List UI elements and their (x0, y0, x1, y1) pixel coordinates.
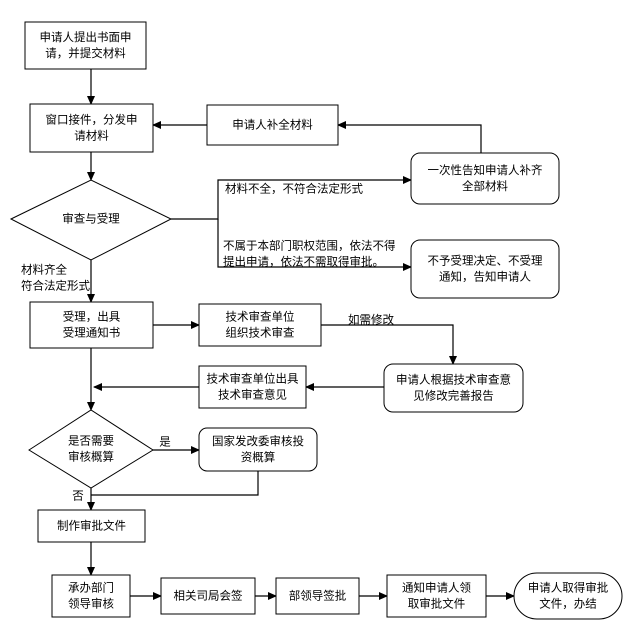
node-review-text: 审查与受理 (62, 212, 120, 226)
text-line: 是否需要 (68, 434, 114, 448)
text-line: 提出申请，依法不需取得审批。 (223, 255, 384, 269)
text-line: 部领导签批 (289, 589, 347, 603)
node-make-doc-text: 制作审批文件 (57, 519, 126, 533)
text-line: 全部材料 (462, 179, 508, 193)
text-line: 技术审查意见 (218, 388, 287, 402)
text-line: 受理通知书 (63, 326, 121, 340)
label-yes: 是 (159, 435, 171, 449)
label-revise-if-needed: 如需修改 (348, 313, 394, 327)
node-countersign-text: 相关司局会签 (174, 589, 243, 603)
text-line: 不予受理决定、不受理 (428, 254, 543, 268)
text-line: 见修改完善报告 (413, 389, 494, 403)
arrow-ndrc-to-makedoc (91, 471, 259, 496)
arrow-review-to-notify (171, 176, 412, 220)
node-make-doc: 制作审批文件 (37, 509, 146, 543)
node-complete: 申请人取得审批文件，办结 (513, 572, 623, 620)
text-line: 组织技术审查 (226, 326, 295, 340)
node-supplement-text: 申请人补全材料 (232, 118, 313, 132)
node-ndrc-budget-text: 国家发改委审核投资概算 (212, 434, 304, 464)
node-applicant-revise-text: 申请人根据技术审查意见修改完善报告 (396, 373, 511, 403)
node-review-decision: 审查与受理 (9, 179, 173, 261)
text-line: 国家发改委审核投 (212, 434, 304, 448)
text-line: 相关司局会签 (174, 589, 243, 603)
label-complete-ok: 材料齐全符合法定形式 (21, 263, 90, 293)
node-notify-all-text: 一次性告知申请人补齐全部材料 (428, 163, 543, 193)
text-line: 否 (72, 489, 84, 503)
node-need-budget-decision: 是否需要审核概算 (28, 409, 154, 489)
node-leader-sign-text: 部领导签批 (289, 589, 347, 603)
connectors (87, 69, 515, 600)
text-line: 申请人取得审批 (528, 581, 609, 595)
node-complete-text: 申请人取得审批文件，办结 (528, 581, 609, 611)
node-notify-collect: 通知申请人领取审批文件 (386, 574, 487, 618)
node-notify-collect-text: 通知申请人领取审批文件 (402, 581, 471, 611)
node-tech-opinion-text: 技术审查单位出具技术审查意见 (207, 372, 299, 402)
text-line: 通知，告知申请人 (439, 270, 531, 284)
text-line: 取审批文件 (408, 597, 466, 611)
text-line: 受理，出具 (63, 310, 121, 324)
node-accept-text: 受理，出具受理通知书 (63, 310, 121, 340)
node-leader-sign: 部领导签批 (275, 577, 360, 615)
label-incomplete: 材料不全，不符合法定形式 (225, 182, 363, 196)
text-line: 制作审批文件 (57, 519, 126, 533)
label-no: 否 (72, 489, 84, 503)
node-tech-org: 技术审查单位组织技术审查 (198, 303, 322, 347)
node-countersign: 相关司局会签 (160, 577, 256, 615)
node-window-text: 窗口接件，分发申请材料 (46, 113, 138, 143)
label-out-of-scope: 不属于本部门职权范围，依法不得提出申请，依法不需取得审批。 (223, 239, 396, 269)
arrow-review-to-reject (217, 219, 412, 271)
node-notify-all: 一次性告知申请人补齐全部材料 (410, 152, 560, 205)
text-line: 审查与受理 (62, 212, 120, 226)
node-accept: 受理，出具受理通知书 (29, 301, 154, 349)
node-need-budget-text: 是否需要审核概算 (68, 434, 114, 464)
node-reject: 不予受理决定、不受理通知，告知申请人 (410, 239, 560, 299)
text-line: 请，并提交材料 (45, 46, 126, 60)
text-line: 材料齐全 (21, 263, 67, 277)
text-line: 如需修改 (348, 313, 394, 327)
text-line: 承办部门 (68, 581, 114, 595)
text-line: 审核概算 (68, 450, 114, 464)
text-line: 不属于本部门职权范围，依法不得 (223, 239, 396, 253)
text-line: 领导审核 (68, 597, 114, 611)
node-submit: 申请人提出书面申请，并提交材料 (24, 21, 147, 70)
text-line: 请材料 (74, 129, 109, 143)
text-line: 一次性告知申请人补齐 (428, 163, 543, 177)
text-line: 窗口接件，分发申 (46, 113, 138, 127)
text-line: 通知申请人领 (402, 581, 471, 595)
node-reject-text: 不予受理决定、不受理通知，告知申请人 (428, 254, 543, 284)
node-window: 窗口接件，分发申请材料 (29, 103, 154, 153)
text-line: 符合法定形式 (21, 279, 90, 293)
text-line: 申请人根据技术审查意 (396, 373, 511, 387)
node-tech-org-text: 技术审查单位组织技术审查 (226, 310, 295, 340)
node-tech-opinion: 技术审查单位出具技术审查意见 (198, 365, 307, 409)
arrow-techorg-to-revise (321, 324, 457, 365)
text-line: 是 (159, 435, 171, 449)
node-supplement: 申请人补全材料 (206, 104, 339, 146)
arrow-notify-to-supplement (337, 121, 482, 153)
text-line: 材料不全，不符合法定形式 (225, 182, 363, 196)
text-line: 申请人补全材料 (232, 118, 313, 132)
text-line: 技术审查单位 (226, 310, 295, 324)
node-ndrc-budget: 国家发改委审核投资概算 (198, 427, 318, 472)
node-dept-review-text: 承办部门领导审核 (68, 581, 114, 611)
text-line: 文件，办结 (539, 597, 597, 611)
text-line: 申请人提出书面申 (40, 30, 132, 44)
node-applicant-revise: 申请人根据技术审查意见修改完善报告 (383, 363, 524, 413)
text-line: 技术审查单位出具 (207, 372, 299, 386)
text-line: 资概算 (241, 450, 276, 464)
node-dept-review: 承办部门领导审核 (51, 574, 131, 618)
node-submit-text: 申请人提出书面申请，并提交材料 (40, 30, 132, 60)
